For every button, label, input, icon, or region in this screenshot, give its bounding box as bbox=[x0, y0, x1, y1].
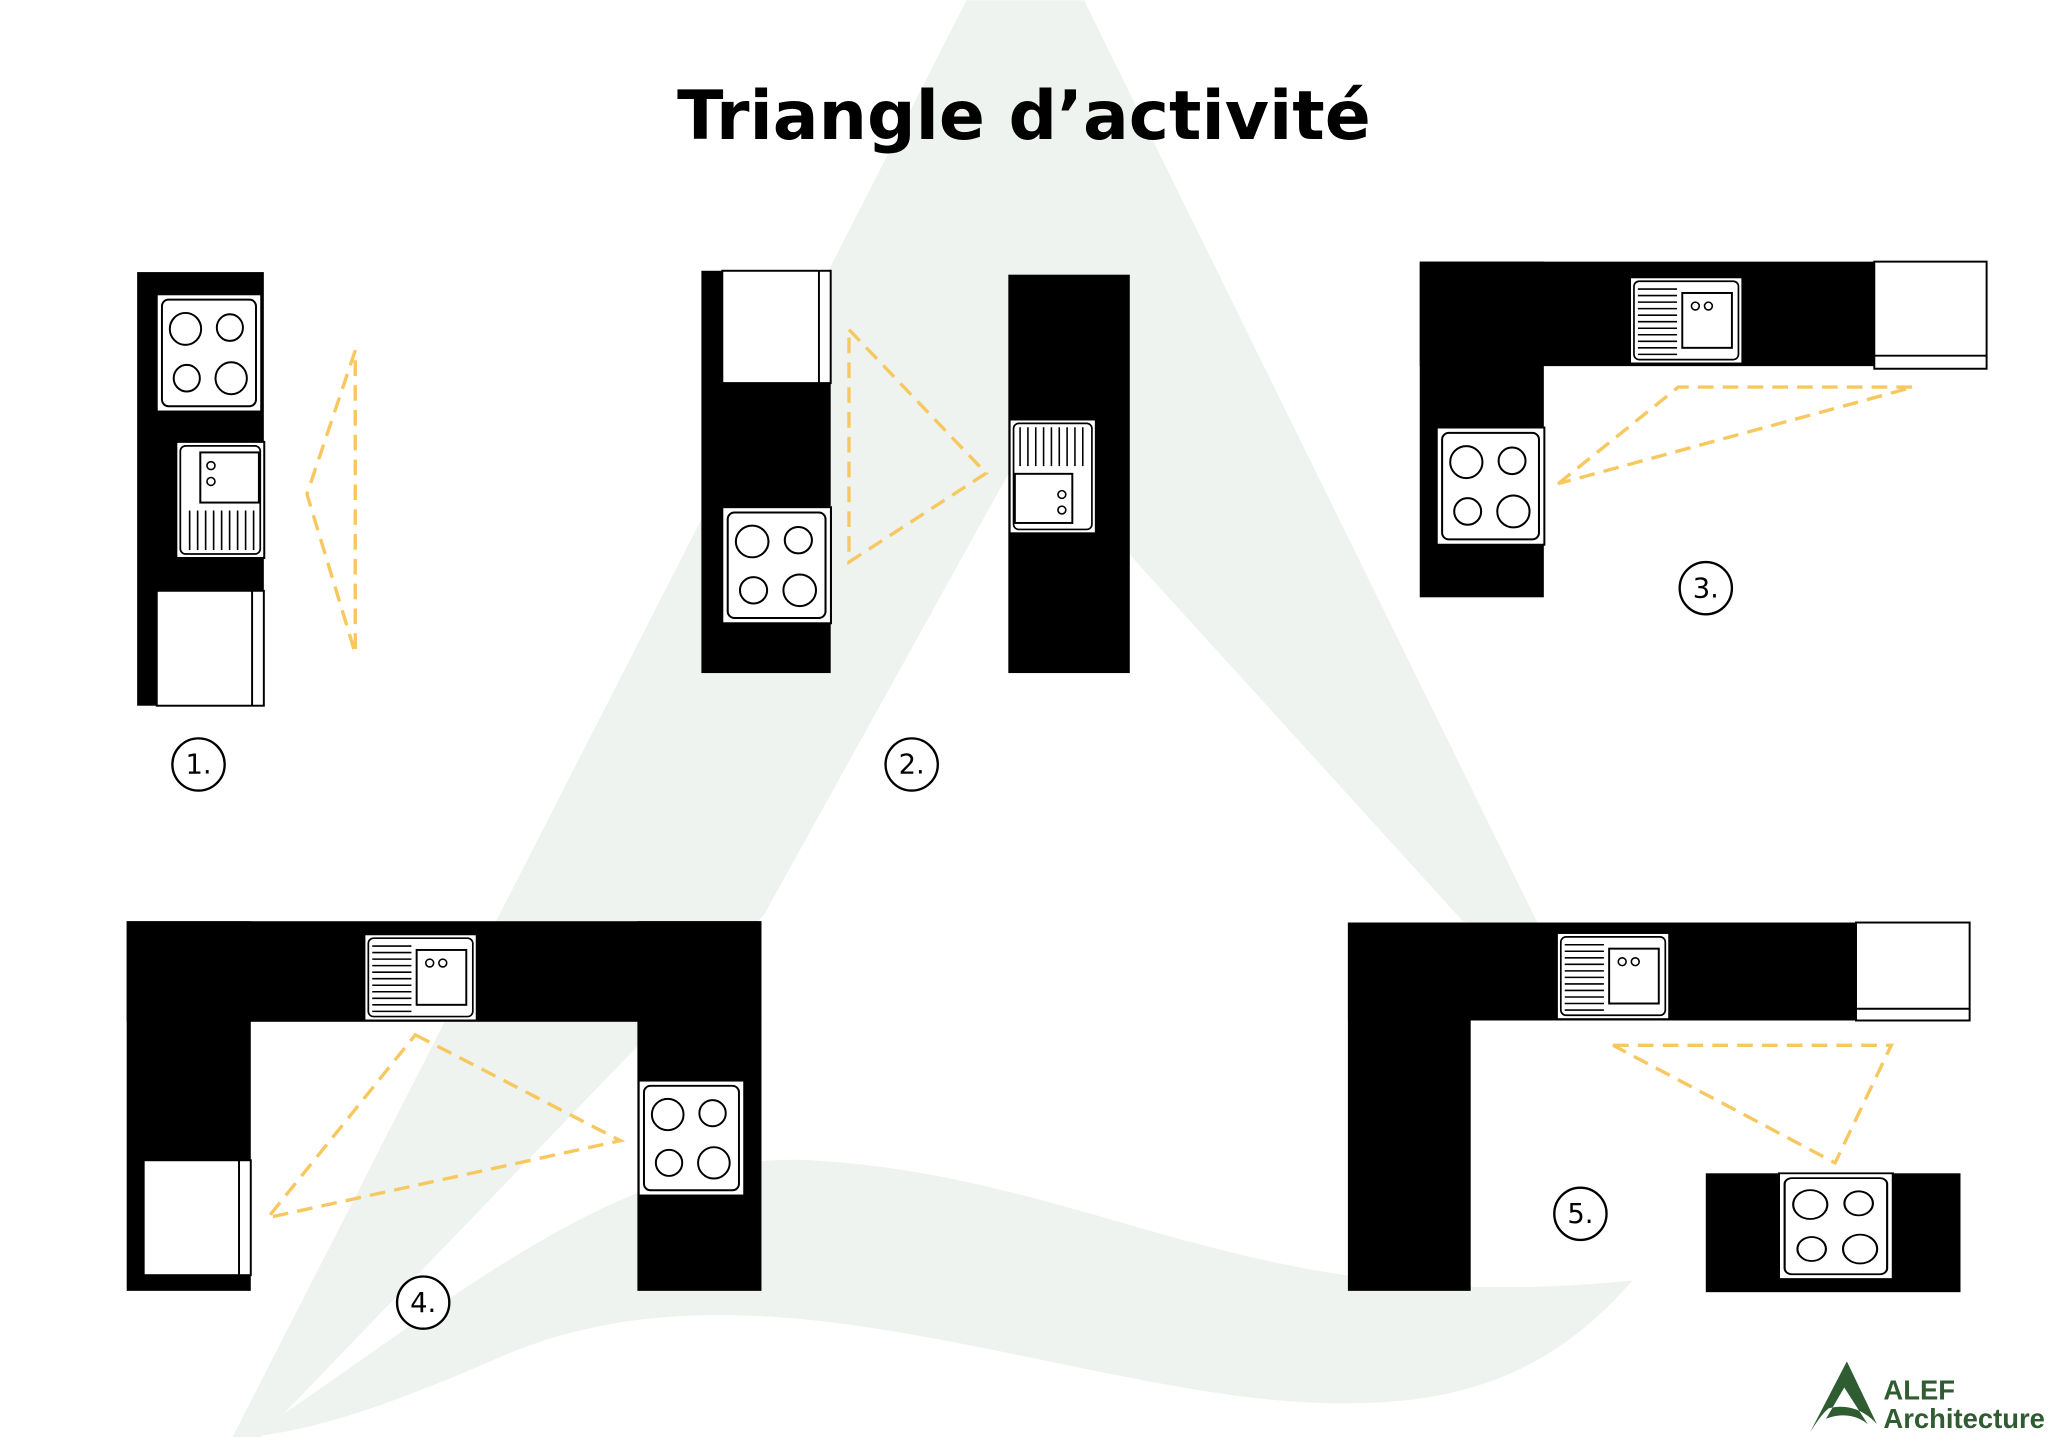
watermark-logo bbox=[232, 0, 1633, 1438]
page-title: Triangle d’activité bbox=[677, 77, 1371, 156]
logo-text-line2: Architecture bbox=[1883, 1403, 2044, 1434]
alef-logo: ALEF Architecture bbox=[1810, 1361, 2045, 1434]
number-badge bbox=[395, 1275, 451, 1330]
layout-4-u-shape: 4. bbox=[126, 921, 762, 1330]
sink-icon bbox=[1008, 418, 1097, 535]
work-triangle bbox=[305, 349, 357, 654]
stove-icon bbox=[1435, 426, 1546, 546]
layout-1-single-wall: 1. bbox=[137, 272, 357, 792]
number-badge bbox=[884, 737, 939, 792]
layout-number: 3. bbox=[1693, 573, 1719, 604]
layout-3-l-shape: 3. bbox=[1419, 260, 1988, 616]
counter bbox=[1347, 922, 1471, 1291]
layout-number: 1. bbox=[185, 750, 211, 781]
sink-icon bbox=[175, 440, 266, 559]
fridge-icon bbox=[155, 589, 265, 707]
stove-icon bbox=[1777, 1172, 1894, 1281]
layout-number: 5. bbox=[1567, 1199, 1593, 1230]
sink-icon bbox=[1555, 932, 1671, 1021]
sink-icon bbox=[363, 933, 478, 1022]
number-badge bbox=[171, 737, 226, 792]
fridge-icon bbox=[1855, 921, 1971, 1022]
work-triangle bbox=[847, 325, 989, 566]
work-triangle bbox=[1612, 1043, 1894, 1166]
fridge-icon bbox=[721, 269, 832, 385]
stove-icon bbox=[155, 293, 263, 413]
logo-icon bbox=[1810, 1361, 1877, 1432]
number-badge bbox=[1678, 560, 1734, 616]
work-triangle bbox=[263, 1032, 626, 1221]
logo-text-line1: ALEF bbox=[1883, 1374, 1955, 1405]
work-triangle bbox=[1557, 385, 1914, 486]
sink-icon bbox=[1629, 276, 1744, 365]
layout-number: 4. bbox=[410, 1288, 436, 1319]
fridge-icon bbox=[1873, 260, 1988, 370]
stove-icon bbox=[721, 506, 832, 625]
fridge-icon bbox=[142, 1159, 252, 1277]
layout-2-galley: 2. bbox=[701, 269, 1130, 792]
layout-number: 2. bbox=[899, 750, 925, 781]
layout-5-l-with-island: 5. bbox=[1347, 921, 1971, 1293]
stove-icon bbox=[637, 1079, 746, 1197]
number-badge bbox=[1553, 1186, 1608, 1242]
